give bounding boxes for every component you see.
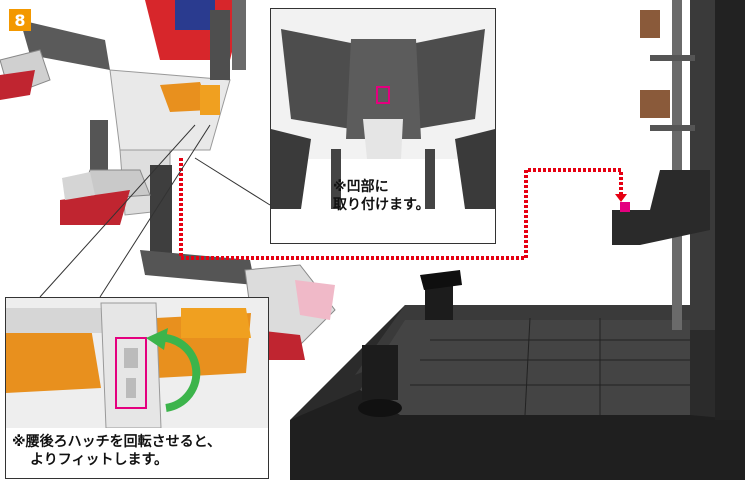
stand-pole (612, 0, 745, 420)
bottom-callout-image (6, 298, 268, 428)
top-callout-note-line2: 取り付けます。 (333, 196, 430, 213)
guide-arrowhead-icon (615, 194, 627, 202)
dotted-guide-line (179, 158, 623, 260)
top-callout-image (271, 9, 495, 209)
top-detail-callout: ※凹部に 取り付けます。 (270, 8, 496, 244)
base-swivel-mount (358, 270, 462, 417)
rotate-arrow-icon (155, 333, 201, 412)
hatch-highlight-icon (115, 337, 147, 409)
top-callout-note-line1: ※凹部に (333, 179, 389, 195)
robot-figure (0, 0, 336, 360)
recess-highlight-icon (376, 86, 390, 104)
bottom-callout-leader (39, 124, 196, 298)
bottom-detail-callout: ※腰後ろハッチを回転させると、 よりフィットします。 (5, 297, 269, 479)
bottom-callout-note-line2: よりフィットします。 (30, 451, 169, 468)
bottom-callout-note-line1: ※腰後ろハッチを回転させると、 (12, 434, 222, 450)
step-number-badge: 8 (9, 9, 31, 31)
bottom-callout-leader-2 (99, 124, 211, 298)
display-base (290, 270, 745, 480)
top-callout-leader (194, 157, 271, 206)
mount-point-marker-icon (620, 202, 630, 212)
